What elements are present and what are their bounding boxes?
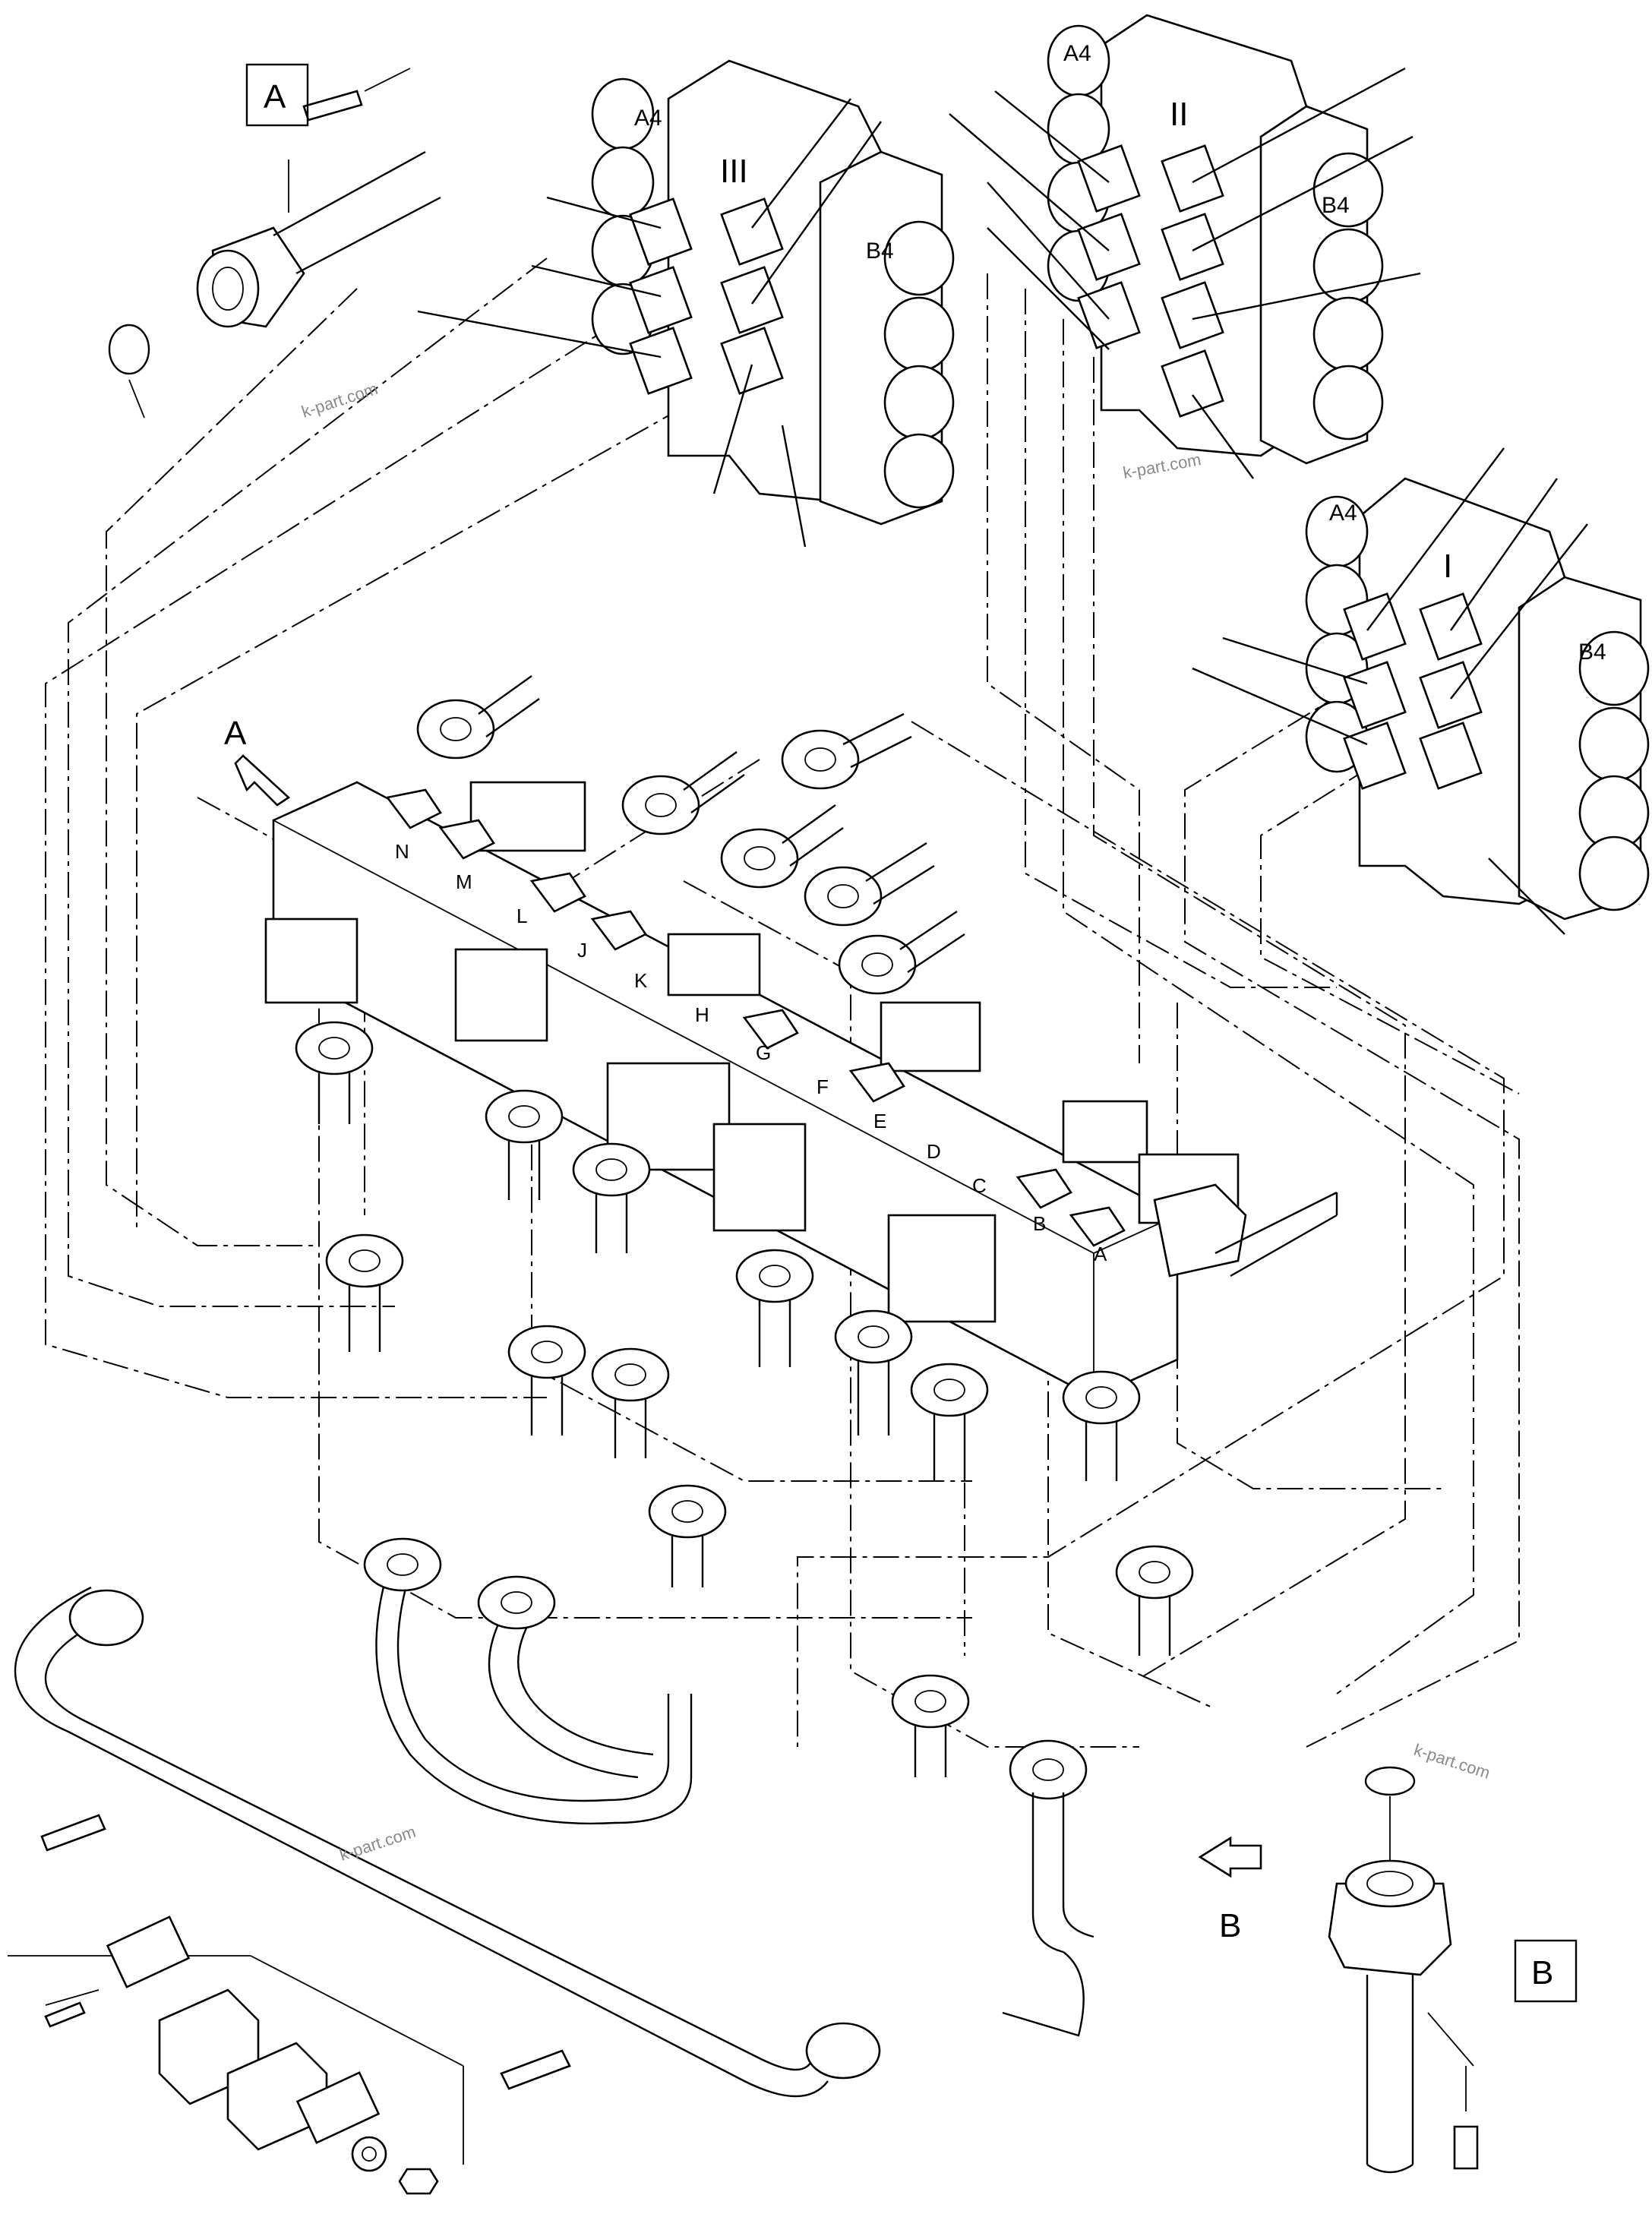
flange-fittings (295, 675, 1194, 1777)
valve-ii-roman-label: II (1170, 96, 1188, 133)
valve-i-port-b-label: B4 (1578, 640, 1606, 665)
manifold-letter-d: D (927, 1140, 941, 1163)
view-arrow-b: B (1198, 1836, 1262, 1944)
manifold-letter-h: H (695, 1003, 709, 1026)
watermark-1: k-part.com (299, 379, 381, 422)
view-arrow-b-icon (1198, 1836, 1262, 1878)
manifold-letter-k: K (634, 969, 648, 992)
valve-i-roman-label: I (1443, 548, 1452, 585)
bent-pipes (14, 1537, 1094, 2098)
manifold-letter-e: E (873, 1110, 886, 1132)
arrow-a-label: A (224, 715, 247, 752)
fitting-b (1328, 1766, 1479, 2174)
manifold-letter-m: M (456, 870, 472, 893)
valve-iii-roman-label: III (720, 153, 748, 190)
watermark-4: k-part.com (1411, 1740, 1492, 1783)
detail-callout-b-label: B (1531, 1954, 1553, 1991)
valve-ii-port-a-label: A4 (1063, 41, 1091, 66)
manifold-letter-a: A (1094, 1243, 1107, 1265)
manifold-letter-l: L (516, 905, 527, 927)
valve-ii-port-b-label: B4 (1322, 193, 1350, 218)
valve-block-iii: A4 III B4 (417, 59, 955, 548)
watermark-3: k-part.com (337, 1822, 419, 1865)
detail-callout-a-label: A (264, 78, 286, 115)
manifold-letter-b: B (1033, 1212, 1046, 1235)
lower-flange-connectors (295, 1021, 1194, 1777)
clamp-kit (8, 90, 571, 2195)
manifold-assembly: N M L K J H G F E D C B A A (224, 715, 1338, 1399)
valve-block-i: A4 I B4 (1192, 447, 1650, 935)
watermark-2: k-part.com (1122, 450, 1203, 482)
manifold-letter-n: N (395, 840, 409, 863)
arrow-b-label: B (1219, 1907, 1241, 1944)
valve-i-port-a-label: A4 (1329, 501, 1357, 526)
upper-flange-connectors (416, 675, 965, 995)
valve-block-ii: A4 II B4 (949, 14, 1421, 479)
fitting-a (108, 68, 441, 418)
detail-callout-a: A (245, 63, 309, 127)
view-arrow-a-icon (234, 754, 291, 807)
manifold-letter-f: F (817, 1075, 829, 1098)
manifold-letter-c: C (972, 1174, 987, 1197)
detail-callout-b: B (1514, 1939, 1578, 2003)
valve-iii-port-a-label: A4 (634, 106, 662, 131)
manifold-letter-j: J (577, 939, 587, 962)
manifold-letter-g: G (756, 1041, 771, 1064)
valve-iii-port-b-label: B4 (866, 238, 894, 264)
